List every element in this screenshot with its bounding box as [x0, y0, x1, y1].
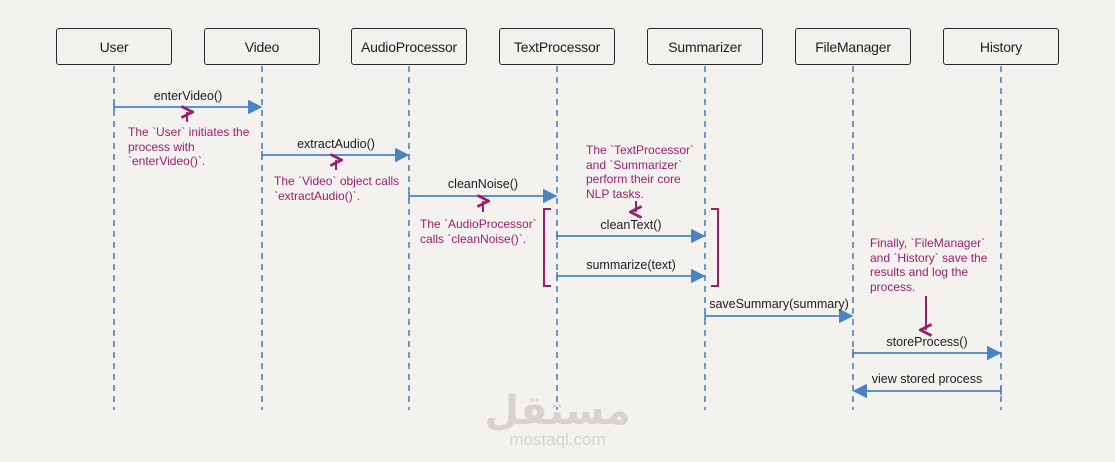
note-audioprocessor-calls: The `AudioProcessor` calls `cleanNoise()… [420, 217, 537, 246]
note-user-initiates: The `User` initiates the process with `e… [128, 125, 249, 169]
note-nlp-tasks: The `TextProcessor` and `Summarizer` per… [586, 143, 694, 201]
participant-label: Summarizer [668, 38, 742, 55]
note-line: `enterVideo()`. [128, 154, 206, 168]
note-line: results and log the [870, 265, 969, 279]
participant-label: TextProcessor [513, 38, 601, 55]
message-label-extract-audio: extractAudio() [297, 137, 375, 151]
participant-summarizer: Summarizer [647, 28, 763, 65]
note-line: and `History` save the [870, 250, 988, 265]
note-video-calls: The `Video` object calls `extractAudio()… [274, 174, 399, 203]
participant-label: FileManager [815, 38, 891, 55]
participant-user: User [56, 28, 172, 65]
note-line: perform their core [586, 172, 681, 186]
participant-audioprocessor: AudioProcessor [351, 28, 467, 65]
note-line: The `TextProcessor` [586, 143, 695, 157]
note-line: The `Video` object calls [274, 174, 400, 188]
note-line: The `AudioProcessor` [420, 217, 537, 231]
participant-label: Video [244, 38, 280, 55]
note-finally-save: Finally, `FileManager` and `History` sav… [870, 236, 987, 294]
note-line: process with [128, 139, 195, 154]
participant-label: AudioProcessor [360, 38, 458, 55]
note-line: `extractAudio()`. [274, 188, 361, 203]
participant-history: History [943, 28, 1059, 65]
message-label-clean-text: cleanText() [600, 218, 662, 232]
message-label-store-process: storeProcess() [886, 335, 968, 349]
message-label-summarize: summarize(text) [586, 258, 676, 272]
note-line: The `User` initiates the [128, 125, 250, 139]
participant-label: History [979, 38, 1023, 55]
message-label-save-summary: saveSummary(summary) [709, 297, 849, 311]
note-line: NLP tasks. [586, 186, 644, 201]
bracket-right [711, 208, 719, 287]
participant-label: User [99, 38, 129, 55]
bracket-left [543, 208, 551, 287]
message-label-clean-noise: cleanNoise() [447, 177, 519, 191]
note-line: Finally, `FileManager` [870, 236, 986, 250]
note-line: process. [870, 279, 916, 294]
note-line: calls `cleanNoise()`. [420, 231, 527, 246]
message-label-enter-video: enterVideo() [153, 89, 223, 103]
participant-filemanager: FileManager [795, 28, 911, 65]
note-line: and `Summarizer` [586, 157, 683, 172]
participant-textprocessor: TextProcessor [499, 28, 615, 65]
message-label-view-stored-process: view stored process [871, 372, 983, 386]
participant-video: Video [204, 28, 320, 65]
